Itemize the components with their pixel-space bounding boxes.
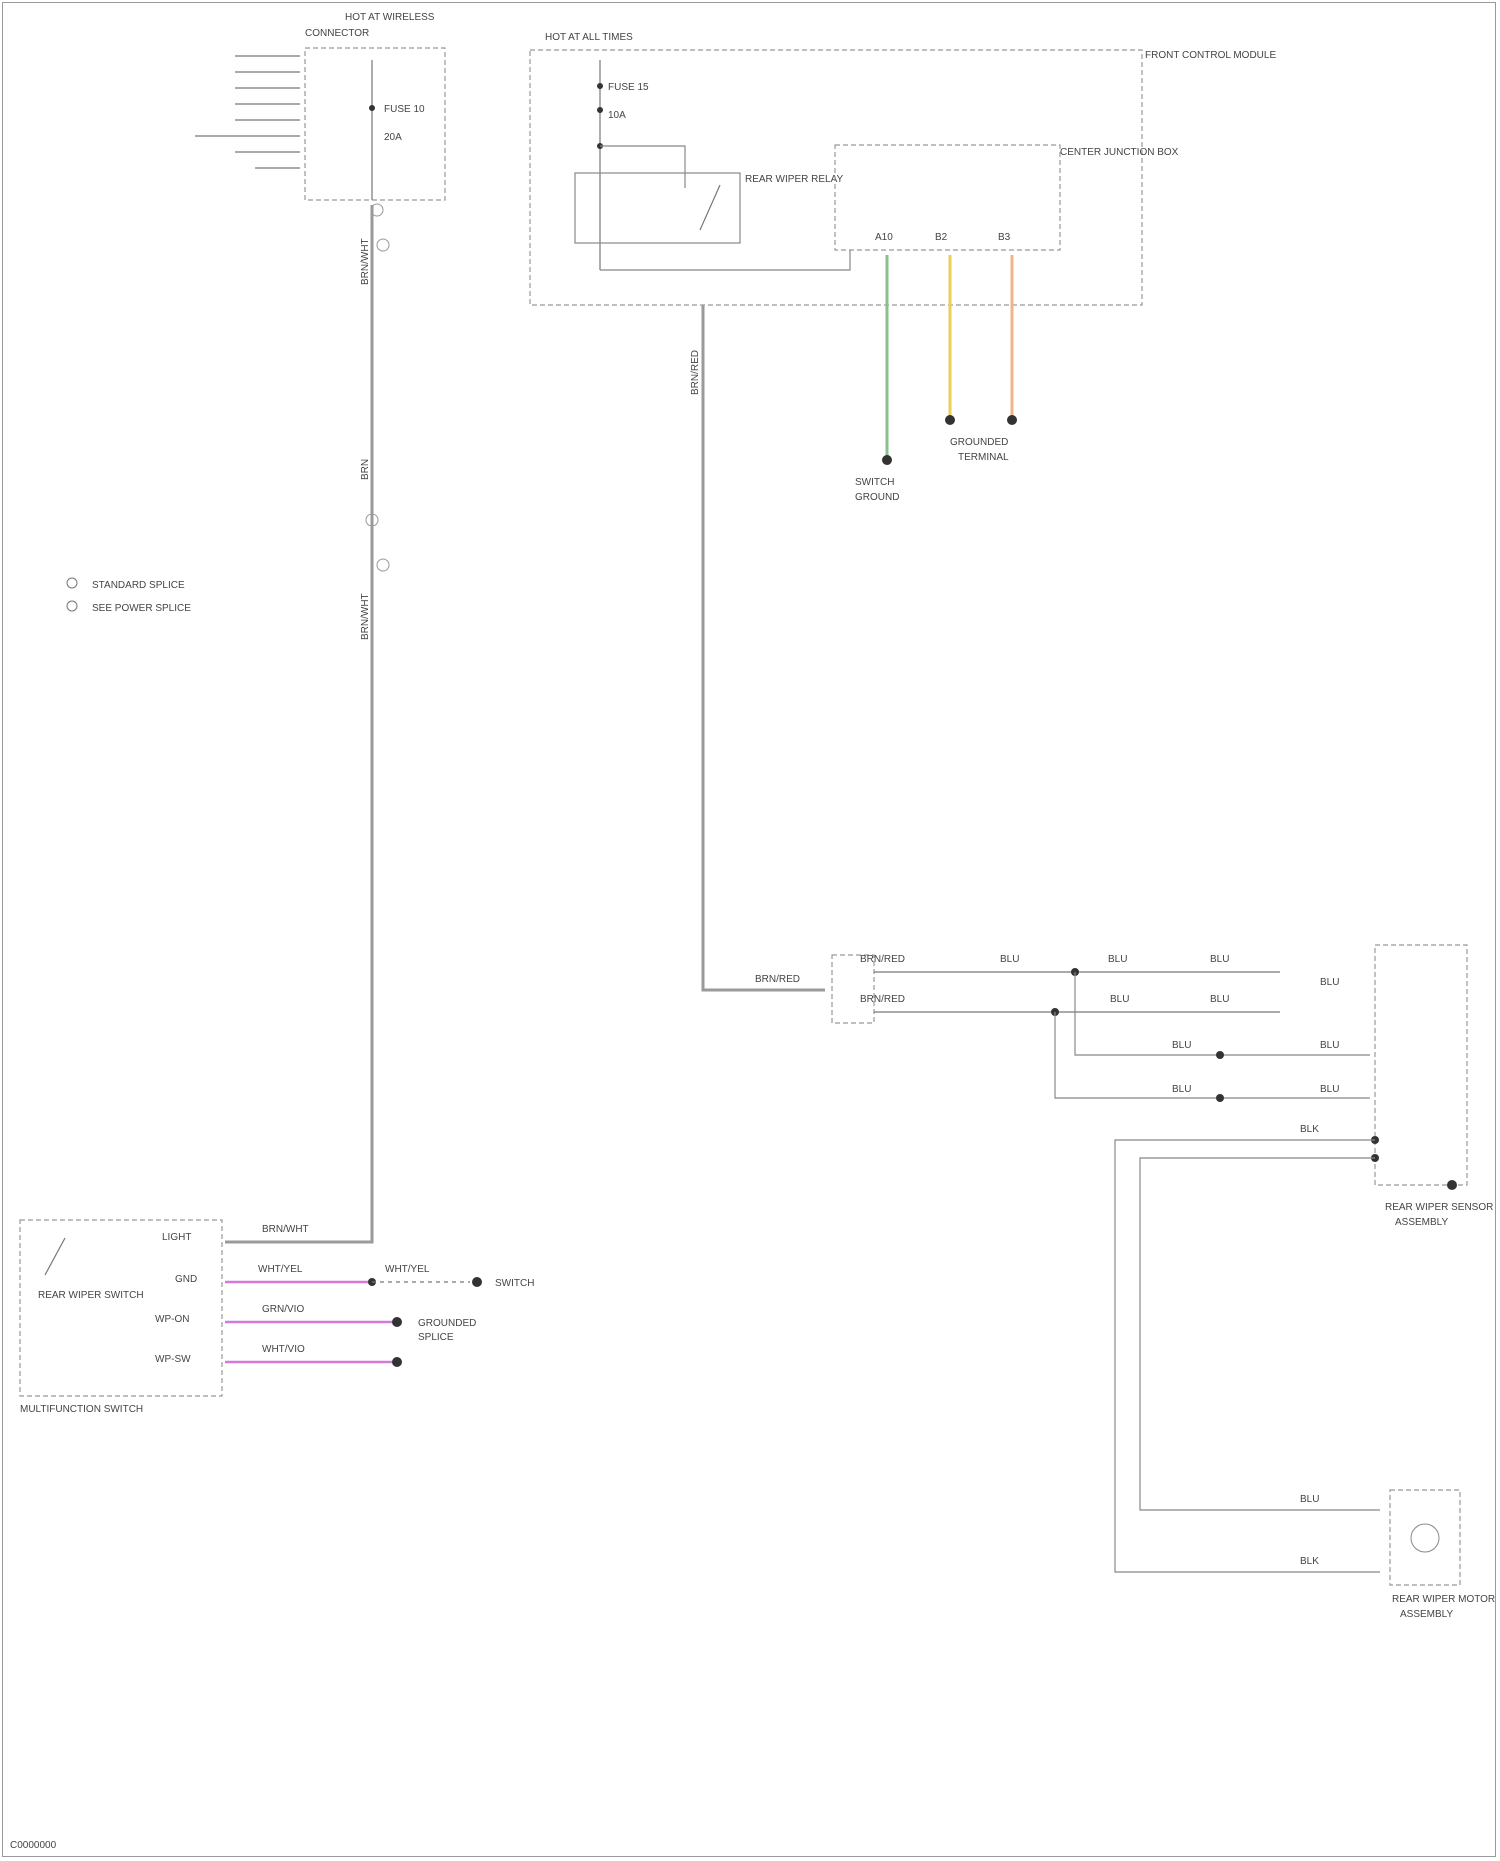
fuse-panel-title: HOT AT ALL TIMES [545, 32, 633, 43]
svg-text:BLU: BLU [1000, 954, 1019, 965]
svg-text:WHT/VIO: WHT/VIO [262, 1344, 305, 1355]
svg-text:SPLICE: SPLICE [418, 1332, 454, 1343]
top-connector: HOT AT WIRELESS CONNECTOR FUSE 10 20A [195, 12, 445, 200]
svg-text:BLK: BLK [1300, 1124, 1319, 1135]
legend-power-splice: SEE POWER SPLICE [92, 603, 191, 614]
wiper-sensor-label: REAR WIPER SENSOR [1385, 1202, 1493, 1213]
svg-text:GND: GND [175, 1274, 197, 1285]
wire-label-brn: BRN [360, 459, 371, 480]
ground-point-a [882, 455, 892, 465]
svg-text:BLU: BLU [1110, 994, 1129, 1005]
svg-text:A10: A10 [875, 232, 893, 243]
svg-text:ASSEMBLY: ASSEMBLY [1400, 1609, 1453, 1620]
svg-text:BLU: BLU [1172, 1040, 1191, 1051]
svg-text:BLU: BLU [1320, 1040, 1339, 1051]
relay-label: REAR WIPER RELAY [745, 174, 843, 185]
module-outputs: SWITCH GROUND GROUNDED TERMINAL [855, 255, 1017, 503]
ground-b-line2: TERMINAL [958, 452, 1009, 463]
rear-wiper-switch: REAR WIPER SWITCH LIGHT GND WP-ON WP-SW … [20, 1220, 534, 1415]
svg-text:BRN/WHT: BRN/WHT [262, 1224, 309, 1235]
svg-text:BRN/WHT: BRN/WHT [360, 593, 371, 640]
svg-text:WHT/YEL: WHT/YEL [385, 1264, 430, 1275]
svg-text:WP-SW: WP-SW [155, 1354, 191, 1365]
top-connector-pin-labels [195, 56, 300, 168]
relay-output-wire: BRN/RED BRN/RED [690, 305, 825, 990]
svg-text:ASSEMBLY: ASSEMBLY [1395, 1217, 1448, 1228]
svg-text:BLU: BLU [1320, 1084, 1339, 1095]
svg-text:BLU: BLU [1300, 1494, 1319, 1505]
svg-text:10A: 10A [608, 110, 626, 121]
motor-label: REAR WIPER MOTOR [1392, 1594, 1495, 1605]
legend-standard-splice: STANDARD SPLICE [92, 580, 185, 591]
svg-text:BLU: BLU [1108, 954, 1127, 965]
svg-text:SWITCH: SWITCH [495, 1278, 534, 1289]
svg-text:BLU: BLU [1210, 994, 1229, 1005]
svg-text:BLU: BLU [1210, 954, 1229, 965]
fuse-panel: HOT AT ALL TIMES FRONT CONTROL MODULE FU… [530, 32, 1276, 305]
svg-text:LIGHT: LIGHT [162, 1232, 191, 1243]
svg-text:BRN/RED: BRN/RED [755, 974, 800, 985]
svg-text:BRN/RED: BRN/RED [860, 994, 905, 1005]
svg-text:GROUNDED: GROUNDED [418, 1318, 476, 1329]
svg-text:20A: 20A [384, 132, 402, 143]
svg-text:BLU: BLU [1320, 977, 1339, 988]
right-wiring: BRN/RED BRN/RED BLU BLU BLU BLU BLU BLU … [832, 945, 1495, 1620]
svg-text:FUSE 15: FUSE 15 [608, 82, 649, 93]
svg-text:WP-ON: WP-ON [155, 1314, 189, 1325]
legend: STANDARD SPLICE SEE POWER SPLICE [67, 578, 191, 614]
ground-b-line1: GROUNDED [950, 437, 1008, 448]
top-connector-title: HOT AT WIRELESS [345, 12, 435, 23]
rear-wiper-sensor-box [1375, 945, 1467, 1185]
top-connector-subtitle: CONNECTOR [305, 28, 369, 39]
switch-label: REAR WIPER SWITCH [38, 1290, 144, 1301]
svg-text:BLU: BLU [1172, 1084, 1191, 1095]
svg-text:BRN/RED: BRN/RED [690, 350, 701, 395]
svg-text:FUSE 10: FUSE 10 [384, 104, 425, 115]
svg-text:GROUND: GROUND [855, 492, 899, 503]
svg-text:B3: B3 [998, 232, 1011, 243]
rear-wiper-motor-box [1390, 1490, 1460, 1585]
main-wire-left: BRN/WHT BRN BRN/WHT [225, 204, 389, 1242]
footer-code: C0000000 [10, 1840, 57, 1851]
svg-text:GRN/VIO: GRN/VIO [262, 1304, 304, 1315]
wire-label-brn-wht: BRN/WHT [360, 238, 371, 285]
svg-text:BLK: BLK [1300, 1556, 1319, 1567]
module-label: FRONT CONTROL MODULE [1145, 50, 1276, 61]
svg-text:B2: B2 [935, 232, 948, 243]
svg-text:SWITCH: SWITCH [855, 477, 894, 488]
multifunction-label: MULTIFUNCTION SWITCH [20, 1404, 143, 1415]
svg-text:WHT/YEL: WHT/YEL [258, 1264, 303, 1275]
switch-box [20, 1220, 222, 1396]
module-box-label: CENTER JUNCTION BOX [1060, 147, 1179, 158]
svg-text:BRN/RED: BRN/RED [860, 954, 905, 965]
top-connector-box [305, 48, 445, 200]
module-box [835, 145, 1060, 250]
